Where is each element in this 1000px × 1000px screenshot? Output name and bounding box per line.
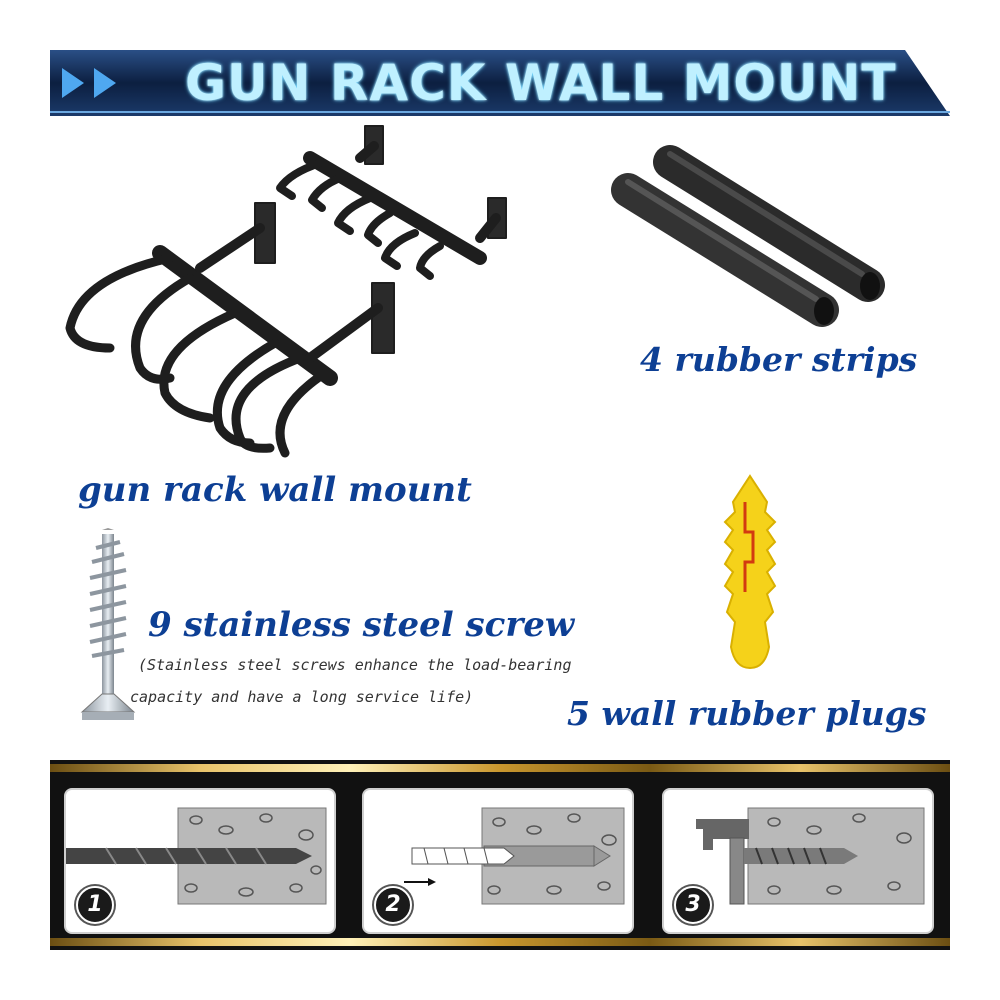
screw-image (80, 528, 136, 720)
installation-steps: 1 2 (50, 760, 950, 950)
step-1-number: 1 (76, 886, 114, 924)
step-3-panel: 3 (662, 788, 934, 934)
arrow-icon (94, 68, 116, 98)
gun-rack-image (65, 125, 507, 458)
plug-insert-illustration (404, 807, 625, 905)
gun-rack-label: gun rack wall mount (78, 470, 472, 510)
wall-plugs-label: 5 wall rubber plugs (567, 694, 927, 733)
insert-arrow-icon (428, 878, 436, 886)
gold-border-bottom (50, 938, 950, 946)
drill-illustration (66, 807, 327, 905)
wall-plug-image (723, 474, 777, 670)
rubber-strips-image (611, 145, 885, 327)
screw-note-line-1: (Stainless steel screws enhance the load… (138, 656, 572, 674)
rubber-strips-label: 4 rubber strips (640, 340, 918, 379)
banner-title: GUN RACK WALL MOUNT (185, 54, 897, 112)
screw-fix-illustration (696, 807, 925, 905)
banner-background (50, 50, 950, 116)
step-2-number: 2 (374, 886, 412, 924)
screw-label: 9 stainless steel screw (148, 605, 575, 645)
screw-note-line-2: capacity and have a long service life) (130, 688, 474, 706)
step-2-panel: 2 (362, 788, 634, 934)
gold-border-top (50, 764, 950, 772)
step-1-panel: 1 (64, 788, 336, 934)
step-3-number: 3 (674, 886, 712, 924)
arrow-icon (62, 68, 84, 98)
title-banner: GUN RACK WALL MOUNT (50, 50, 950, 116)
